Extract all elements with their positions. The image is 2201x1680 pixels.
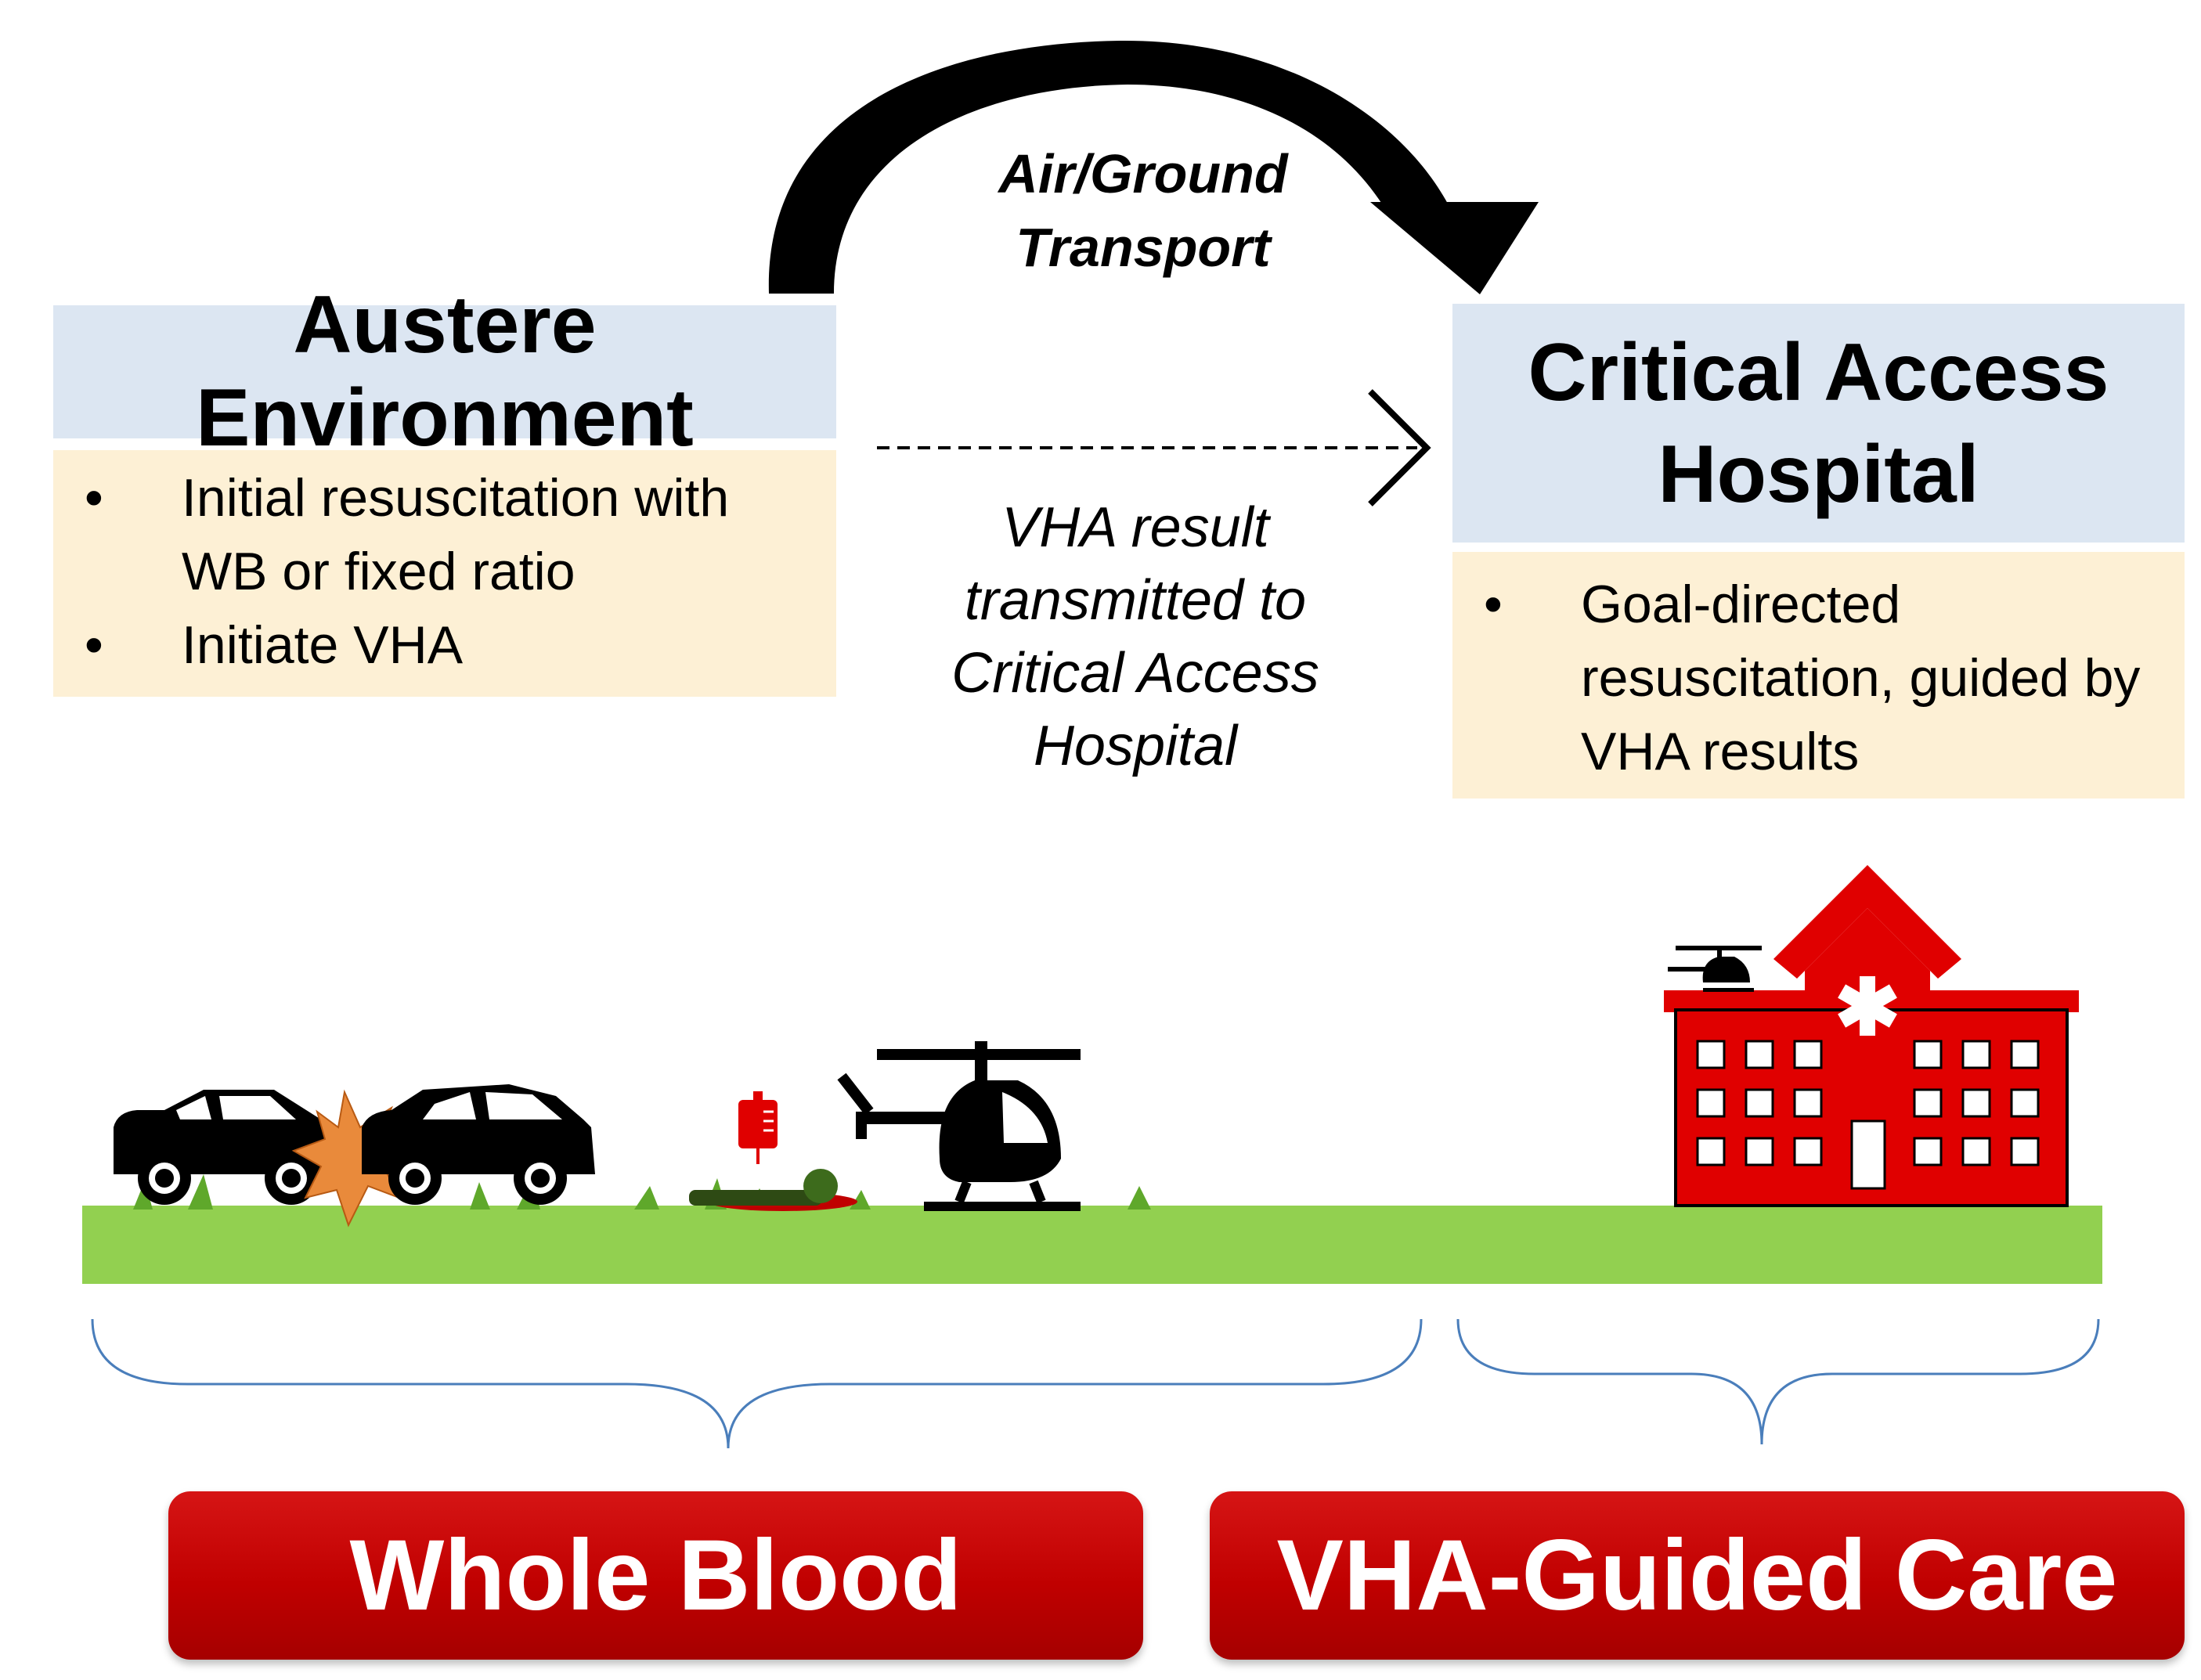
brace-icon (91, 1318, 2100, 1449)
hospital-title-line-2: Hospital (1658, 428, 1979, 520)
transport-label: Air/Ground Transport (963, 137, 1323, 284)
blood-bag-icon (738, 1091, 778, 1164)
grass-ground (82, 1206, 2102, 1284)
dashed-arrow-icon (877, 389, 1431, 507)
austere-header: Austere Environment (53, 279, 836, 463)
helicopter-icon (837, 1041, 1081, 1211)
vha-transmit-line-2: transmitted to (964, 569, 1307, 632)
austere-bullet-2: Initiate VHA (53, 608, 836, 682)
vha-guided-care-banner: VHA-Guided Care (1210, 1491, 2185, 1660)
austere-bullet-1: Initial resuscitation with WB or fixed r… (53, 461, 836, 608)
crashed-cars-icon (114, 1084, 595, 1228)
vha-transmit-label: VHA result transmitted to Critical Acces… (885, 492, 1386, 783)
whole-blood-banner: Whole Blood (168, 1491, 1143, 1660)
injured-person-icon (689, 1169, 857, 1211)
austere-body: Initial resuscitation with WB or fixed r… (53, 450, 836, 697)
vha-transmit-line-4: Hospital (1033, 715, 1238, 777)
vha-transmit-line-3: Critical Access (951, 642, 1319, 705)
hospital-title-line-1: Critical Access (1528, 326, 2109, 418)
hospital-bullet-list: Goal-directed resuscitation, guided by V… (1452, 568, 2185, 788)
curved-arrow-icon (768, 40, 1539, 294)
transport-label-line-1: Air/Ground (998, 143, 1288, 204)
hospital-header: Critical Access Hospital (1452, 304, 2185, 543)
hospital-body: Goal-directed resuscitation, guided by V… (1452, 552, 2185, 799)
hospital-icon (1664, 865, 2079, 1207)
vha-transmit-line-1: VHA result (1001, 496, 1269, 559)
whole-blood-label: Whole Blood (349, 1520, 962, 1631)
hospital-bullet-1: Goal-directed resuscitation, guided by V… (1452, 568, 2185, 788)
austere-title: Austere Environment (196, 279, 694, 463)
austere-bullet-list: Initial resuscitation with WB or fixed r… (53, 461, 836, 682)
transport-label-line-2: Transport (1016, 217, 1271, 278)
vha-guided-care-label: VHA-Guided Care (1276, 1520, 2118, 1631)
